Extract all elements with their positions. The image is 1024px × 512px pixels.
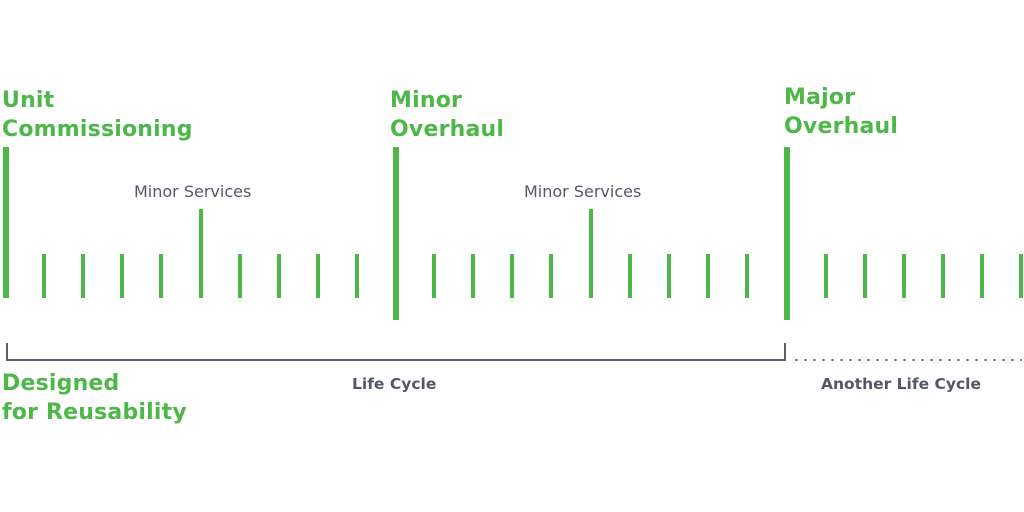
interval-tick xyxy=(628,254,632,298)
milestone-major-overhaul-label: Major Overhaul xyxy=(784,85,899,139)
life-cycle-bracket xyxy=(6,359,786,361)
life-cycle-bracket-right xyxy=(784,343,786,361)
interval-tick xyxy=(510,254,514,298)
interval-tick xyxy=(980,254,984,298)
interval-tick xyxy=(159,254,163,298)
interval-tick xyxy=(667,254,671,298)
life-cycle-bracket-left xyxy=(6,343,8,361)
minor-services-label-2: Minor Services xyxy=(524,182,642,201)
interval-tick xyxy=(316,254,320,298)
interval-tick xyxy=(1019,254,1023,298)
milestone-tick xyxy=(393,147,399,320)
minor-service-tick xyxy=(199,209,203,298)
interval-tick xyxy=(863,254,867,298)
interval-tick xyxy=(549,254,553,298)
interval-tick xyxy=(941,254,945,298)
interval-tick xyxy=(745,254,749,298)
interval-tick xyxy=(81,254,85,298)
milestone-minor-overhaul-label: Minor Overhaul xyxy=(390,88,505,142)
another-life-cycle-label: Another Life Cycle xyxy=(821,375,982,393)
interval-tick xyxy=(277,254,281,298)
life-cycle-label: Life Cycle xyxy=(352,375,437,393)
minor-services-label-1: Minor Services xyxy=(134,182,252,201)
interval-tick xyxy=(902,254,906,298)
designed-for-reusability-label: Designed for Reusability xyxy=(2,371,187,425)
interval-tick xyxy=(471,254,475,298)
interval-tick xyxy=(824,254,828,298)
minor-service-tick xyxy=(589,209,593,298)
interval-tick xyxy=(706,254,710,298)
interval-tick xyxy=(432,254,436,298)
interval-tick xyxy=(120,254,124,298)
milestone-tick xyxy=(784,147,790,320)
milestone-tick xyxy=(3,147,9,298)
interval-tick xyxy=(238,254,242,298)
milestone-unit-commissioning-label: Unit Commissioning xyxy=(2,88,193,142)
interval-tick xyxy=(355,254,359,298)
interval-tick xyxy=(42,254,46,298)
another-life-cycle-dotted-line xyxy=(792,359,1022,361)
